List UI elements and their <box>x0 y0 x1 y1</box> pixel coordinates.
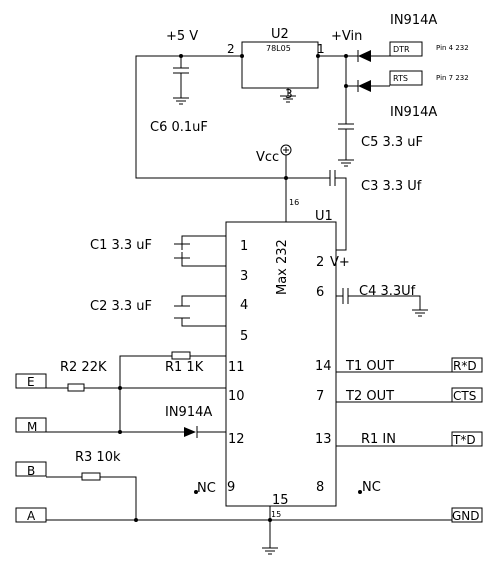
pin-14-label: 14 <box>315 359 332 374</box>
c4-label: C4 3.3Uf <box>359 284 416 299</box>
u2-part-label: 78L05 <box>266 44 291 53</box>
connector-dtr: DTR <box>389 41 423 57</box>
resistor-r3 <box>81 472 101 481</box>
c2-label: C2 3.3 uF <box>90 299 152 314</box>
diode-mid-label: IN914A <box>390 105 437 120</box>
connector-e: E <box>15 373 47 389</box>
vcc-pin16-label: 16 <box>289 198 299 207</box>
svg-text:B: B <box>27 464 35 478</box>
t2out-label: T2 OUT <box>345 389 394 404</box>
svg-text:GND: GND <box>452 509 480 523</box>
connector-gnd: GND <box>451 507 483 523</box>
u2-pin1-label: 1 <box>317 42 325 56</box>
rts-pin-label: Pin 7 232 <box>436 74 469 82</box>
pin-10-label: 10 <box>228 389 245 404</box>
nc-left-label: NC <box>197 481 216 496</box>
dtr-pin-label: Pin 4 232 <box>436 44 469 52</box>
capacitor-c2 <box>174 295 226 327</box>
diode-dtr <box>357 50 390 62</box>
pin-8-label: 8 <box>316 480 324 495</box>
diode-m <box>184 426 198 438</box>
c3-label: C3 3.3 Uf <box>361 179 422 194</box>
u1-part-label: Max 232 <box>275 239 290 295</box>
r1-label: R1 1K <box>165 360 204 375</box>
connector-m: M <box>15 417 47 434</box>
connector-b: B <box>15 461 47 478</box>
capacitor-c6 <box>173 67 189 105</box>
diode-rts <box>357 80 390 92</box>
capacitor-c1 <box>174 235 226 267</box>
pin-1-label: 1 <box>240 239 248 254</box>
pin-13-label: 13 <box>315 432 332 447</box>
ground-icon <box>262 547 278 555</box>
resistor-r1 <box>171 351 191 360</box>
chip-u1-max232: U1 Max 232 1 3 4 5 11 10 12 9 2 V+ 6 14 … <box>225 209 350 508</box>
u2-label: U2 <box>271 27 289 42</box>
r2-label: R2 22K <box>60 360 107 375</box>
pin-3-label: 3 <box>240 269 248 284</box>
connector-a: A <box>15 507 47 523</box>
svg-text:M: M <box>27 420 37 434</box>
capacitor-c3 <box>329 170 347 251</box>
capacitor-c4 <box>336 288 428 317</box>
svg-text:R*D: R*D <box>453 359 477 373</box>
pin-2-label: 2 <box>316 255 324 270</box>
diode-low-label: IN914A <box>165 405 212 420</box>
vcc-label: Vcc <box>256 150 279 165</box>
svg-text:DTR: DTR <box>393 45 410 54</box>
r3-label: R3 10k <box>75 450 121 465</box>
pin-4-label: 4 <box>240 298 248 313</box>
connector-cts: CTS <box>451 387 483 403</box>
gnd-pin15-label: 15 <box>271 510 281 519</box>
pin-11-label: 11 <box>228 360 245 375</box>
pin-9-label: 9 <box>227 480 235 495</box>
u1-label: U1 <box>315 209 333 224</box>
r1in-label: R1 IN <box>361 432 396 447</box>
c5-label: C5 3.3 uF <box>361 135 423 150</box>
svg-text:E: E <box>27 375 35 389</box>
svg-text:A: A <box>27 509 36 523</box>
regulator-u2: U2 78L05 2 1 3 <box>227 27 325 101</box>
vin-rail <box>318 55 358 124</box>
plus5v-label: +5 V <box>166 29 198 44</box>
vin-label: +Vin <box>331 29 362 44</box>
c6-label: C6 0.1uF <box>150 120 208 135</box>
ground-icon <box>280 95 296 103</box>
connector-rd: R*D <box>451 357 483 373</box>
pin-15-label: 15 <box>272 493 289 508</box>
pin-7-label: 7 <box>316 389 324 404</box>
resistor-r2 <box>67 383 85 392</box>
u2-pin2-label: 2 <box>227 42 235 56</box>
svg-text:T*D: T*D <box>452 433 476 447</box>
pin-5-label: 5 <box>240 329 248 344</box>
pin-12-label: 12 <box>228 432 245 447</box>
connector-rts: RTS <box>389 70 423 86</box>
connector-td: T*D <box>451 431 483 447</box>
t1out-label: T1 OUT <box>345 359 394 374</box>
c1-label: C1 3.3 uF <box>90 238 152 253</box>
diode-top-label: IN914A <box>390 13 437 28</box>
u2-pin3-label: 3 <box>285 87 293 101</box>
svg-text:RTS: RTS <box>393 74 408 83</box>
vplus-label: V+ <box>330 255 350 270</box>
capacitor-c5 <box>338 123 354 167</box>
svg-text:CTS: CTS <box>453 389 476 403</box>
pin-6-label: 6 <box>316 285 324 300</box>
nc-right-label: NC <box>362 480 381 495</box>
